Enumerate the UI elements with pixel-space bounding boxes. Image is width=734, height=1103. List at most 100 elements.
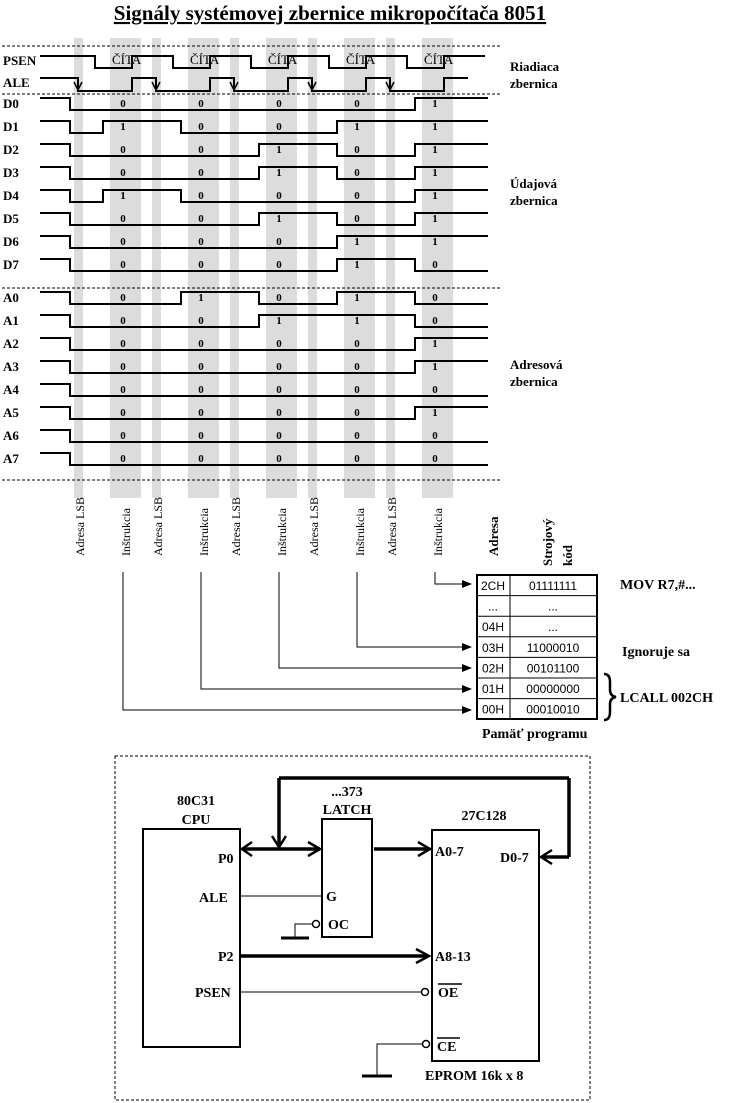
cpu-pin-p0: P0 xyxy=(218,852,234,867)
bit-value: 0 xyxy=(276,292,282,304)
phase-label-instruction: Inštrukcia xyxy=(275,507,289,556)
bit-value: 1 xyxy=(432,236,438,248)
band-address-lsb xyxy=(308,38,317,498)
bit-value: 1 xyxy=(276,167,282,179)
memory-code: 00101100 xyxy=(527,661,580,675)
pointer-arrowhead xyxy=(462,664,472,672)
row-label-d5: D5 xyxy=(3,211,19,226)
pointer-arrowhead xyxy=(462,685,472,693)
row-label-ale: ALE xyxy=(3,75,30,90)
bit-value: 0 xyxy=(198,384,204,396)
bit-value: 1 xyxy=(198,292,204,304)
latch-pin-oc: OC xyxy=(328,918,349,933)
row-label-d1: D1 xyxy=(3,119,19,134)
bit-value: 1 xyxy=(120,190,126,202)
read-label: ČÍTA xyxy=(112,52,142,67)
bit-value: 0 xyxy=(354,430,360,442)
cpu-pin-p2: P2 xyxy=(218,950,234,965)
note-mov: MOV R7,#... xyxy=(620,578,696,593)
pointer-arrowhead xyxy=(462,580,472,588)
bit-value: 0 xyxy=(432,315,438,327)
bit-value: 0 xyxy=(276,121,282,133)
bit-value: 0 xyxy=(276,407,282,419)
bit-value: 0 xyxy=(198,315,204,327)
bit-value: 1 xyxy=(276,144,282,156)
bit-value: 0 xyxy=(276,384,282,396)
memory-header-address: Adresa xyxy=(486,516,501,556)
eprom-title: 27C128 xyxy=(461,809,506,824)
bit-value: 0 xyxy=(198,361,204,373)
schematic: 80C31 CPU P0 ALE P2 PSEN ...373 LATCH G … xyxy=(114,755,591,1101)
band-instruction xyxy=(188,38,219,498)
bit-value: 0 xyxy=(198,167,204,179)
address-waveform-a1 xyxy=(40,314,488,328)
bit-value: 0 xyxy=(120,453,126,465)
eprom-pin-a0-7: A0-7 xyxy=(435,845,464,860)
bit-value: 0 xyxy=(354,167,360,179)
data-group-label-1: Údajová xyxy=(510,176,557,191)
memory-header-code: Strojový xyxy=(540,518,555,566)
data-waveform-d3 xyxy=(40,166,488,180)
bit-value: 0 xyxy=(354,361,360,373)
bit-value: 1 xyxy=(432,121,438,133)
address-waveform-a2 xyxy=(40,337,488,351)
waveforms xyxy=(40,55,488,466)
phase-label-instruction: Inštrukcia xyxy=(119,507,133,556)
band-instruction xyxy=(344,38,375,498)
bit-value: 0 xyxy=(432,292,438,304)
bit-value: 0 xyxy=(276,190,282,202)
data-waveform-d1 xyxy=(40,120,488,134)
memory-code: ... xyxy=(548,600,558,614)
bit-value: 0 xyxy=(354,144,360,156)
phase-label-instruction: Inštrukcia xyxy=(353,507,367,556)
bit-value: 0 xyxy=(198,453,204,465)
row-label-d7: D7 xyxy=(3,257,19,272)
bit-value: 0 xyxy=(276,361,282,373)
read-label: ČÍTA xyxy=(346,52,376,67)
data-group-label-2: zbernica xyxy=(510,193,558,208)
latch-block xyxy=(321,818,373,938)
bit-value: 0 xyxy=(120,98,126,110)
memory-header-code-2: kód xyxy=(560,544,575,566)
bit-value: 1 xyxy=(432,361,438,373)
phase-label-instruction: Inštrukcia xyxy=(197,507,211,556)
fetch-pointer xyxy=(434,572,470,585)
fetch-pointers xyxy=(122,572,472,714)
phase-label-address-lsb: Adresa LSB xyxy=(229,497,243,556)
data-waveform-d7 xyxy=(40,258,488,272)
latch-title-1: ...373 xyxy=(331,785,363,800)
row-label-a3: A3 xyxy=(3,359,19,374)
eprom-pin-ce: CE xyxy=(437,1040,456,1055)
memory-code: 01111111 xyxy=(529,579,577,593)
memory-code: ... xyxy=(548,620,558,634)
bit-value: 1 xyxy=(276,315,282,327)
bit-value: 1 xyxy=(432,167,438,179)
memory-addr: 04H xyxy=(482,620,504,634)
address-waveform-a3 xyxy=(40,360,488,374)
fetch-pointer xyxy=(200,572,470,690)
address-waveform-a6 xyxy=(40,429,488,443)
note-ignore: Ignoruje sa xyxy=(622,645,690,660)
bit-value: 0 xyxy=(354,338,360,350)
band-address-lsb xyxy=(152,38,161,498)
row-label-a6: A6 xyxy=(3,428,19,443)
memory-caption: Pamäť programu xyxy=(482,727,588,742)
ale-fall-arrow xyxy=(385,81,395,92)
ale-waveform xyxy=(40,77,468,92)
data-waveform-d6 xyxy=(40,235,488,249)
data-waveform-d4 xyxy=(40,189,488,203)
bit-value: 1 xyxy=(432,338,438,350)
address-waveform-a4 xyxy=(40,383,488,397)
bit-value: 0 xyxy=(120,430,126,442)
memory-addr: 01H xyxy=(482,682,504,696)
bit-value: 1 xyxy=(432,98,438,110)
bit-value: 1 xyxy=(354,315,360,327)
bit-value: 1 xyxy=(432,407,438,419)
bit-value: 0 xyxy=(120,315,126,327)
bit-value: 0 xyxy=(198,338,204,350)
band-address-lsb xyxy=(230,38,239,498)
eprom-pin-oe: OE xyxy=(438,986,458,1001)
bit-value: 0 xyxy=(198,98,204,110)
bit-value: 0 xyxy=(120,361,126,373)
